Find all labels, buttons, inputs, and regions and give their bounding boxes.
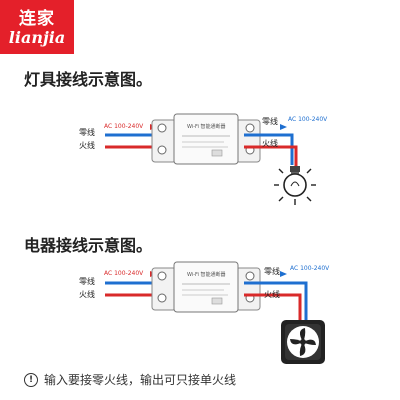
light-wiring-diagram: AC 100-240V 零线 火线 Wi-Fi 智能通断器 AC 100-240… <box>79 113 328 205</box>
neutral-output-label: 零线 <box>262 116 278 126</box>
live-output-wire <box>244 293 302 320</box>
live-output-wire <box>244 145 298 167</box>
screw-terminal-icon <box>157 293 167 303</box>
screw-terminal-icon <box>245 271 255 281</box>
exclamation-icon: ! <box>24 372 38 387</box>
module-label: Wi-Fi 智能通断器 <box>187 123 226 130</box>
screw-terminal-icon <box>157 145 167 155</box>
smart-switch-module: Wi-Fi 智能通断器 <box>151 113 261 165</box>
smart-switch-module: Wi-Fi 智能通断器 <box>151 261 261 313</box>
live-input-label: 火线 <box>79 289 95 299</box>
wiring-note: ! 输入要接零火线，输出可只接单火线 <box>24 371 236 388</box>
appliance-wiring-title: 电器接线示意图。 <box>24 236 153 255</box>
module-label: Wi-Fi 智能通断器 <box>187 271 226 278</box>
logo-name-cn: 连家 <box>19 9 55 29</box>
screw-terminal-icon <box>157 271 167 281</box>
neutral-output-label: 零线 <box>264 266 280 276</box>
live-input-label: 火线 <box>79 140 95 150</box>
output-arrow-icon <box>280 124 287 130</box>
logo-name-en: lianjia <box>8 28 66 47</box>
output-voltage-label: AC 100-240V <box>290 265 330 272</box>
neutral-input-label: 零线 <box>79 276 95 286</box>
screw-terminal-icon <box>245 123 255 133</box>
appliance-wiring-diagram: AC 100-240V 零线 火线 Wi-Fi 智能通断器 AC 100-240… <box>79 261 330 364</box>
light-wiring-title: 灯具接线示意图。 <box>24 70 153 89</box>
neutral-input-label: 零线 <box>79 127 95 137</box>
live-output-label: 火线 <box>264 289 280 299</box>
input-voltage-label: AC 100-240V <box>104 270 144 277</box>
output-arrow-icon <box>280 271 287 277</box>
neutral-output-wire <box>244 281 308 320</box>
light-bulb-icon <box>274 166 316 205</box>
input-voltage-label: AC 100-240V <box>104 123 144 130</box>
live-output-label: 火线 <box>262 138 278 148</box>
note-text: 输入要接零火线，输出可只接单火线 <box>44 373 237 387</box>
fan-icon <box>281 320 325 364</box>
screw-terminal-icon <box>157 123 167 133</box>
neutral-output-wire <box>244 133 294 165</box>
output-voltage-label: AC 100-240V <box>288 116 328 123</box>
brand-logo: 连家 lianjia <box>0 0 74 54</box>
